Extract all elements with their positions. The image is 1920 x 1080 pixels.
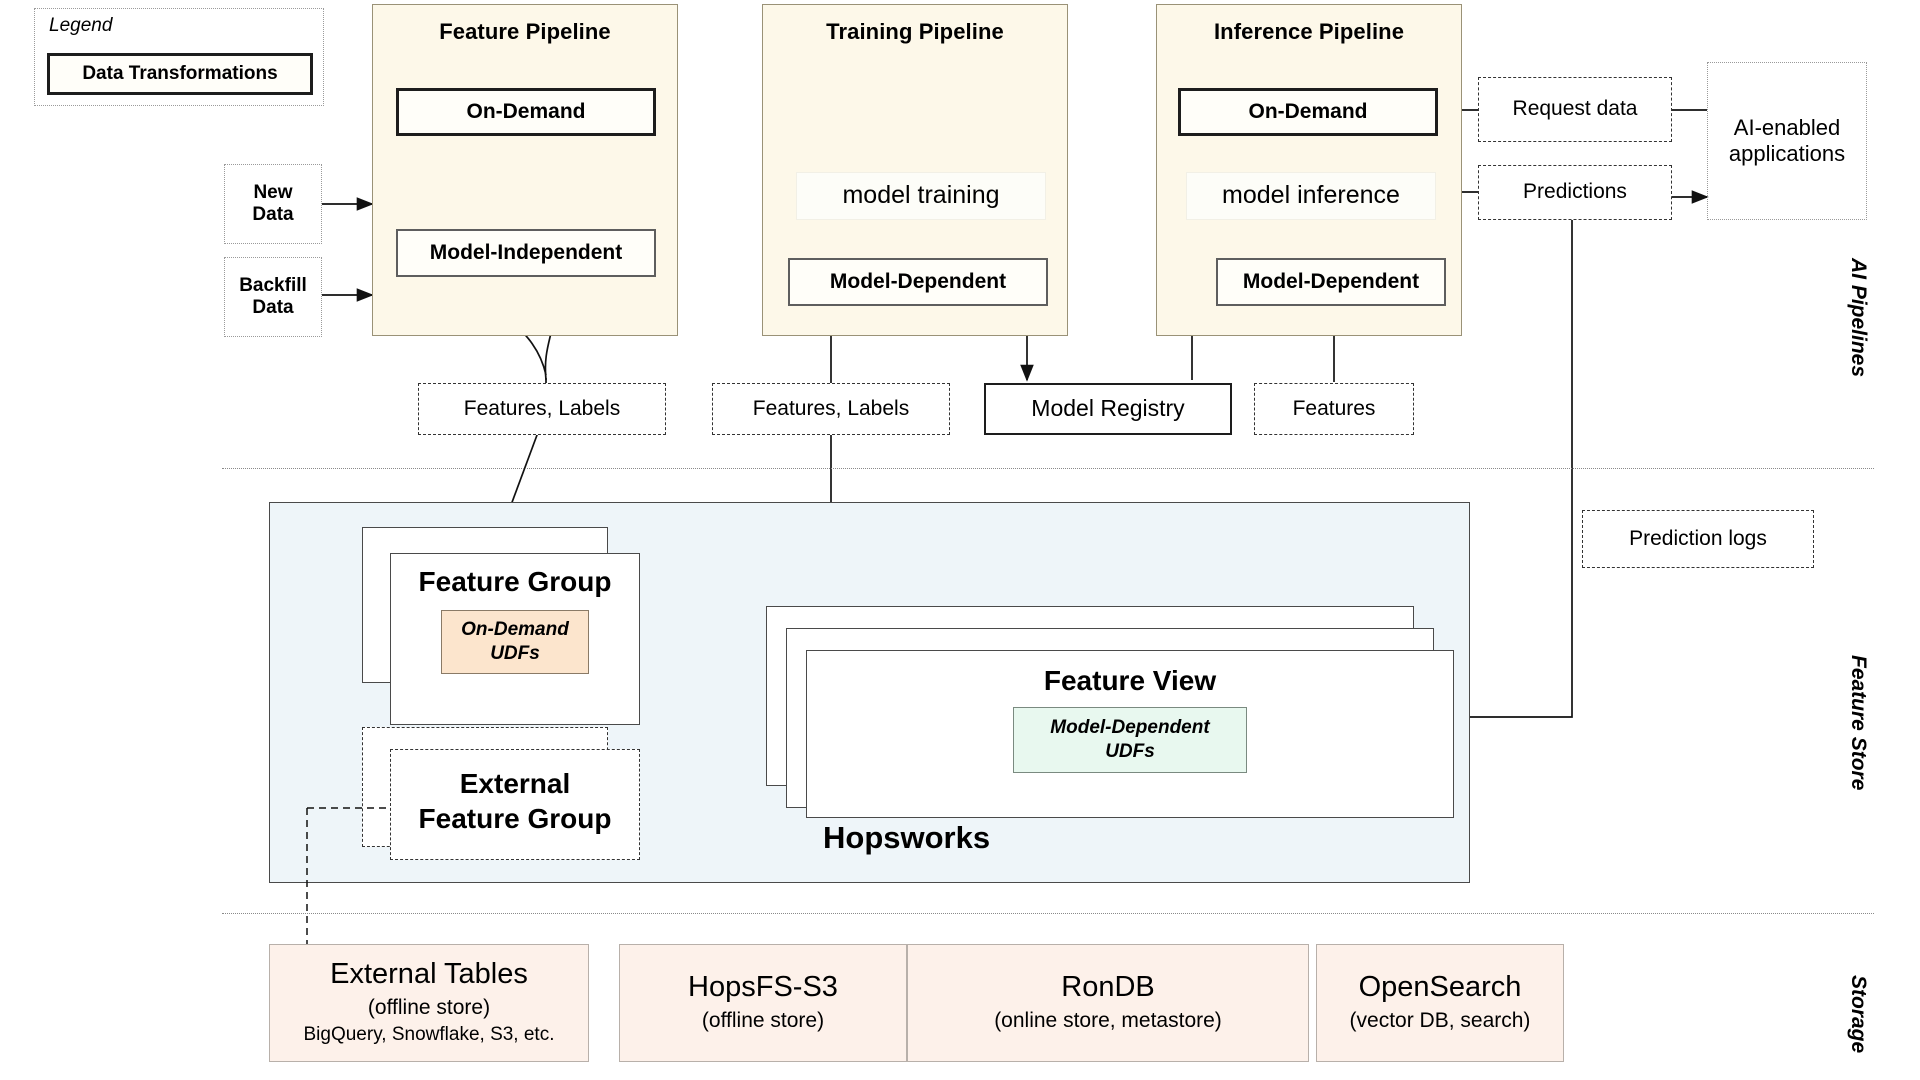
feature-group-card[interactable]: Feature Group On-Demand UDFs — [390, 553, 640, 725]
training-pipeline-model-training-label: model training — [842, 181, 1000, 210]
artifact-features-labels-feature[interactable]: Features, Labels — [418, 383, 666, 435]
training-pipeline-model-dependent-label: Model-Dependent — [829, 269, 1007, 293]
artifact-prediction-logs[interactable]: Prediction logs — [1582, 510, 1814, 568]
storage-external-tables-sub2: BigQuery, Snowflake, S3, etc. — [303, 1024, 555, 1046]
inference-pipeline-model-dependent-label: Model-Dependent — [1242, 269, 1420, 293]
source-backfill-data-label: Backfill Data — [239, 274, 307, 318]
legend: Legend Data Transformations — [34, 8, 324, 106]
storage-opensearch[interactable]: OpenSearch (vector DB, search) — [1316, 944, 1564, 1062]
storage-rondb-sub: (online store, metastore) — [994, 1008, 1222, 1032]
storage-rondb[interactable]: RonDB (online store, metastore) — [907, 944, 1309, 1062]
artifact-features-labels-feature-label: Features, Labels — [463, 396, 621, 420]
storage-external-tables-sub: (offline store) — [367, 995, 491, 1019]
feature-group-title: Feature Group — [418, 566, 612, 597]
feature-view-title: Feature View — [1043, 665, 1217, 696]
storage-hopsfs-s3[interactable]: HopsFS-S3 (offline store) — [619, 944, 907, 1062]
feature-pipeline[interactable]: Feature Pipeline — [372, 4, 678, 336]
section-label-ai-pipelines: AI Pipelines — [1847, 258, 1870, 378]
feature-pipeline-model-independent[interactable]: Model-Independent — [396, 229, 656, 277]
artifact-model-registry[interactable]: Model Registry — [984, 383, 1232, 435]
storage-opensearch-title: OpenSearch — [1358, 970, 1522, 1003]
legend-chip-label: Data Transformations — [82, 63, 278, 84]
external-feature-group-card[interactable]: External Feature Group — [390, 749, 640, 860]
storage-hopsfs-s3-title: HopsFS-S3 — [688, 970, 838, 1003]
storage-external-tables[interactable]: External Tables (offline store) BigQuery… — [269, 944, 589, 1062]
inference-pipeline-title: Inference Pipeline — [1213, 19, 1405, 44]
storage-rondb-title: RonDB — [1061, 970, 1155, 1003]
ai-enabled-applications[interactable]: AI-enabled applications — [1707, 62, 1867, 220]
artifact-model-registry-label: Model Registry — [1031, 395, 1185, 422]
artifact-predictions[interactable]: Predictions — [1478, 165, 1672, 220]
legend-title: Legend — [49, 15, 113, 36]
inference-pipeline-model-inference-label: model inference — [1222, 181, 1400, 210]
inference-pipeline-model-dependent[interactable]: Model-Dependent — [1216, 258, 1446, 306]
storage-hopsfs-s3-sub: (offline store) — [701, 1008, 825, 1032]
training-pipeline-title: Training Pipeline — [826, 19, 1004, 44]
training-pipeline-model-dependent[interactable]: Model-Dependent — [788, 258, 1048, 306]
feature-view-card[interactable]: Feature View Model-Dependent UDFs — [806, 650, 1454, 818]
legend-data-transformations-chip: Data Transformations — [47, 53, 313, 95]
feature-pipeline-model-independent-label: Model-Independent — [429, 240, 623, 264]
inference-pipeline-on-demand[interactable]: On-Demand — [1178, 88, 1438, 136]
divider-ai-pipelines — [222, 468, 1874, 469]
external-feature-group-title: External Feature Group — [418, 768, 612, 834]
section-label-feature-store: Feature Store — [1847, 655, 1870, 791]
model-dependent-udfs-chip[interactable]: Model-Dependent UDFs — [1013, 707, 1247, 773]
source-new-data-label: New Data — [252, 181, 294, 225]
inference-pipeline-on-demand-label: On-Demand — [1248, 99, 1368, 123]
feature-pipeline-title: Feature Pipeline — [439, 19, 611, 44]
feature-pipeline-on-demand-label: On-Demand — [466, 99, 586, 123]
artifact-predictions-label: Predictions — [1523, 180, 1627, 204]
on-demand-udfs-line1: On-Demand — [461, 619, 569, 641]
feature-pipeline-on-demand[interactable]: On-Demand — [396, 88, 656, 136]
model-dependent-udfs-line2: UDFs — [1105, 741, 1155, 762]
artifact-features-labels-training-label: Features, Labels — [752, 396, 910, 420]
section-label-storage: Storage — [1847, 975, 1870, 1054]
artifact-features-labels-training[interactable]: Features, Labels — [712, 383, 950, 435]
storage-external-tables-title: External Tables — [330, 958, 528, 991]
on-demand-udfs-line2: UDFs — [490, 643, 540, 664]
training-pipeline-model-training[interactable]: model training — [796, 172, 1046, 220]
divider-feature-store — [222, 913, 1874, 914]
source-backfill-data[interactable]: Backfill Data — [224, 257, 322, 337]
model-dependent-udfs-line1: Model-Dependent — [1050, 717, 1210, 739]
storage-opensearch-sub: (vector DB, search) — [1349, 1008, 1531, 1032]
artifact-prediction-logs-label: Prediction logs — [1629, 526, 1767, 550]
artifact-features-inference[interactable]: Features — [1254, 383, 1414, 435]
artifact-request-data-label: Request data — [1512, 97, 1638, 121]
source-new-data[interactable]: New Data — [224, 164, 322, 244]
hopsworks-label: Hopsworks — [823, 820, 991, 855]
inference-pipeline-model-inference[interactable]: model inference — [1186, 172, 1436, 220]
on-demand-udfs-chip[interactable]: On-Demand UDFs — [441, 610, 589, 674]
artifact-request-data[interactable]: Request data — [1478, 77, 1672, 142]
artifact-features-inference-label: Features — [1292, 396, 1376, 420]
ai-enabled-applications-label: AI-enabled applications — [1728, 115, 1846, 166]
